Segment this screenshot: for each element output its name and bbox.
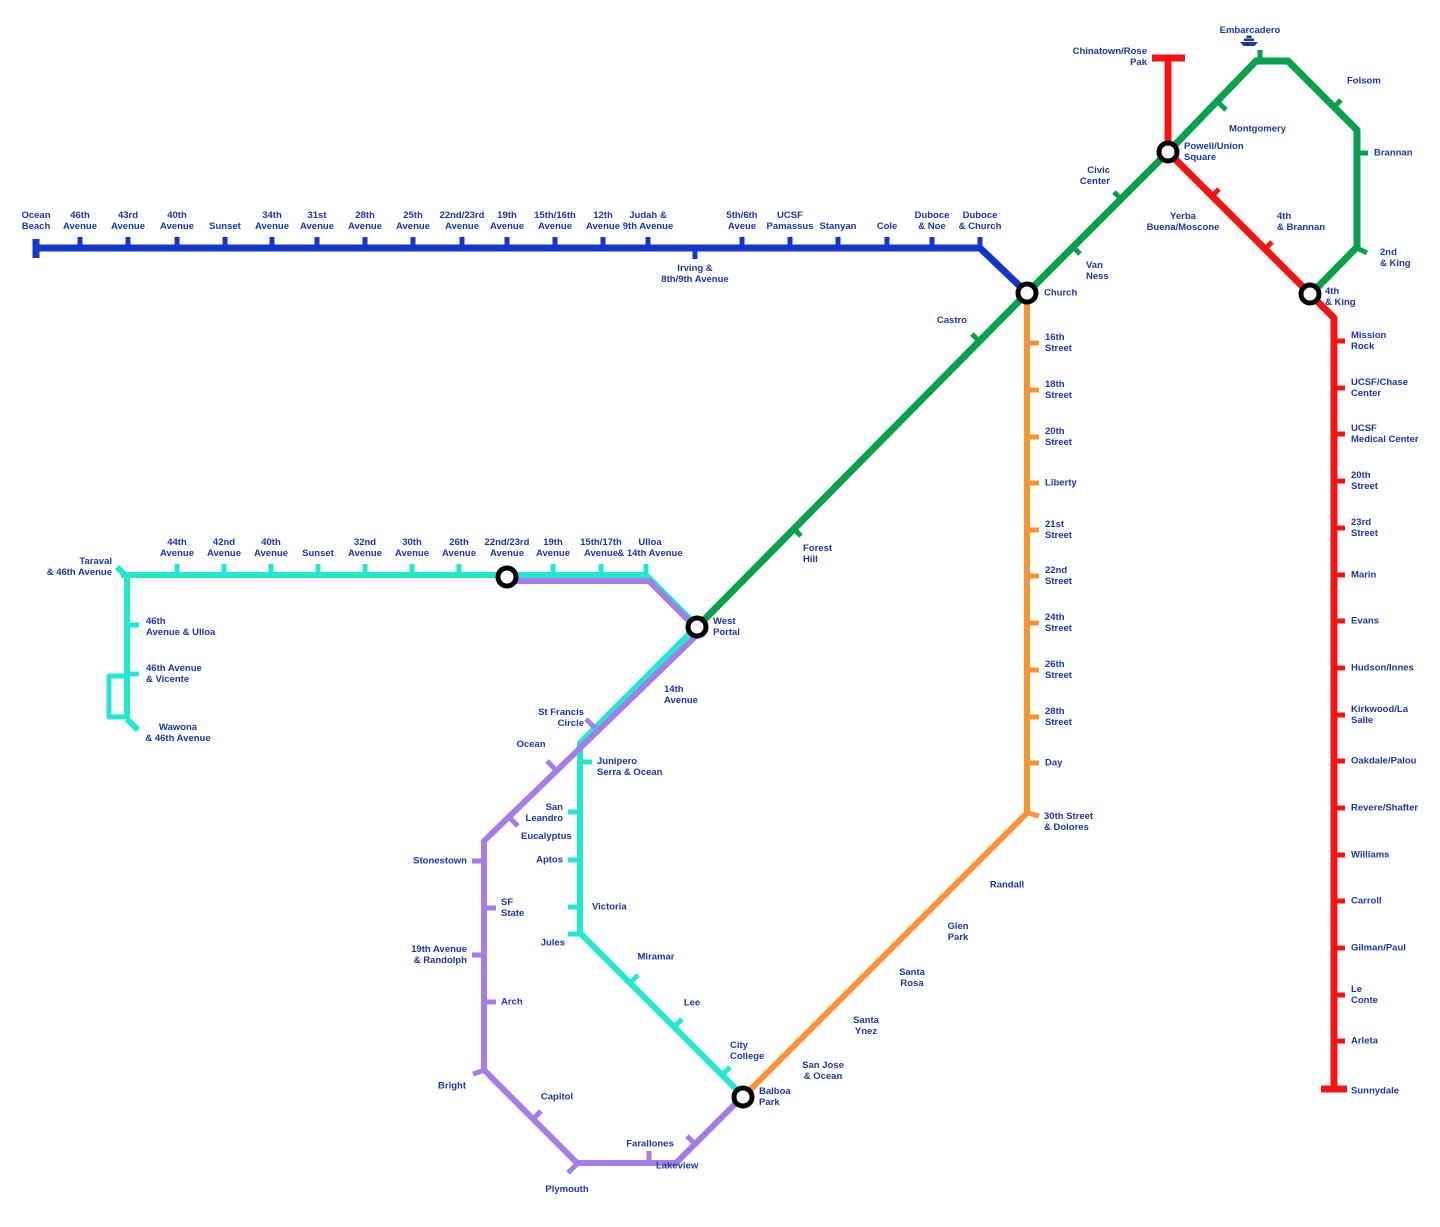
- station-tick-bright: [472, 1067, 486, 1077]
- route-line-l-taraval-main: [121, 572, 746, 1099]
- interchange-marker-4th-king: [1298, 282, 1322, 306]
- station-tick-randall: [980, 849, 991, 860]
- station-tick-capitol: [531, 1109, 543, 1121]
- interchange-marker-powell-union-square: [1156, 140, 1180, 164]
- station-tick-farallones: [685, 1134, 697, 1146]
- station-tick-yerba-buena-moscone: [1210, 187, 1221, 198]
- ferry-icon: [1240, 35, 1258, 46]
- station-tick-2nd-king: [1355, 245, 1369, 256]
- station-tick-forest-hill: [792, 527, 803, 538]
- station-tick-van-ness: [1071, 245, 1082, 256]
- station-tick-ocean: [545, 759, 558, 772]
- interchange-marker-church: [1015, 281, 1039, 305]
- station-tick-st-francis-circle: [584, 717, 597, 730]
- interchange-marker-balboa-park: [731, 1085, 755, 1109]
- route-line-l-taraval-cap-wawona: [124, 716, 141, 733]
- station-tick-eucalyptus: [507, 815, 520, 828]
- interchange-markers-layer: [495, 140, 1322, 1109]
- station-tick-civic-center: [1112, 190, 1123, 201]
- route-lines-layer: [32, 54, 1361, 1166]
- interchange-marker-west-portal: [685, 615, 709, 639]
- station-tick-miramar: [628, 973, 640, 985]
- route-line-j-church: [740, 293, 1030, 1100]
- route-line-l-taraval-loop: [106, 673, 127, 720]
- station-tick-san-jose-ocean: [790, 1039, 801, 1050]
- station-tick-14th-avenue: [650, 667, 663, 680]
- station-tick-plymouth: [566, 1162, 579, 1175]
- station-tick-santa-ynez: [838, 991, 849, 1002]
- route-line-t-third: [1164, 58, 1338, 1089]
- icons-layer: [1240, 35, 1258, 46]
- station-tick-folsom: [1332, 98, 1343, 109]
- station-ticks-layer: [77, 50, 1369, 1175]
- station-tick-montgomery: [1217, 101, 1228, 112]
- station-tick-city-college: [720, 1065, 732, 1077]
- station-tick-castro: [970, 332, 981, 343]
- station-tick-santa-rosa: [885, 944, 896, 955]
- route-line-market-subway-green: [694, 57, 1361, 630]
- station-tick-glen-park: [931, 898, 942, 909]
- interchange-marker-22nd-23rd-avenue: [495, 565, 519, 589]
- route-line-l-taraval-cap-taraval: [114, 564, 129, 579]
- route-line-n-judah: [36, 244, 1030, 296]
- station-tick-4th-brannan: [1263, 240, 1274, 251]
- route-line-m-ocean-view: [481, 578, 746, 1166]
- station-tick-30th-street-dolores: [1027, 810, 1040, 819]
- station-tick-lee: [672, 1017, 684, 1029]
